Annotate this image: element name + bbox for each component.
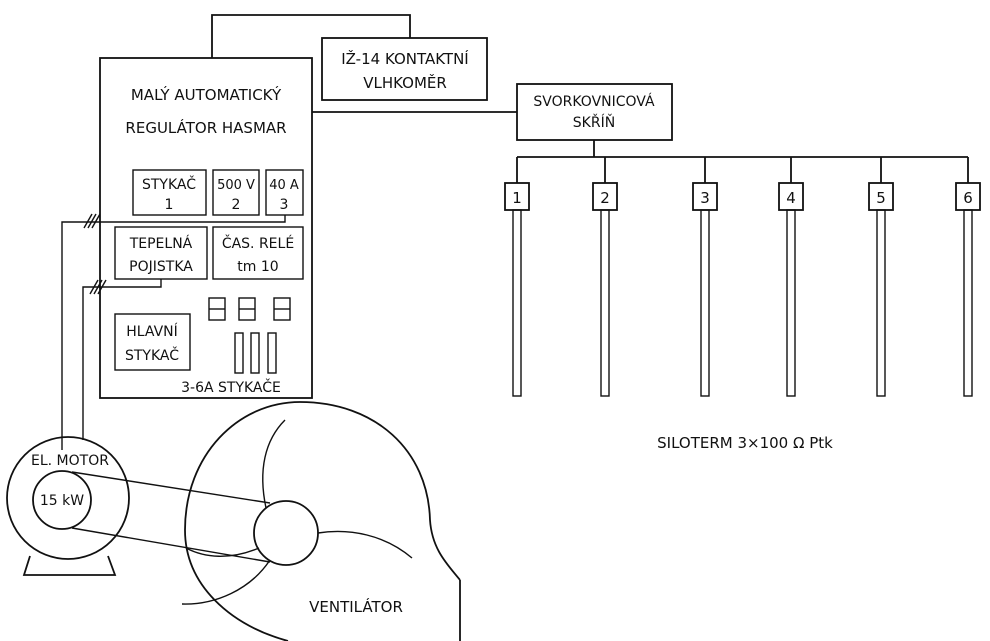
probe-5: 5 <box>868 157 894 397</box>
probe-3: 3 <box>692 157 718 397</box>
probe-4: 4 <box>778 157 804 397</box>
probe-label-4: 4 <box>786 189 796 207</box>
motor-cables <box>61 213 286 450</box>
terminal-box-label-line1: SVORKOVNICOVÁ <box>533 93 655 110</box>
probe-label-5: 5 <box>876 189 886 207</box>
terminal-box: SVORKOVNICOVÁ SKŘÍŇ <box>516 83 673 157</box>
main-contactor-box <box>114 313 191 371</box>
voltage-box <box>212 169 260 216</box>
probe-label-2: 2 <box>600 189 610 207</box>
hygrometer-label-line2: VLHKOMĚR <box>363 73 447 92</box>
hygrometer-box: IŽ-14 KONTAKTNÍ VLHKOMĚR <box>321 37 488 101</box>
thermal-fuse-label-line1: TEPELNÁ <box>129 235 193 252</box>
ampere-label-line2: 3 <box>280 197 289 213</box>
motor-label-line1: EL. MOTOR <box>31 453 109 469</box>
stykac-label-line2: 1 <box>165 197 174 213</box>
stykac-label-line1: STYKAČ <box>142 175 196 193</box>
probe-label-1: 1 <box>512 189 522 207</box>
time-relay-label-line2: tm 10 <box>237 259 278 275</box>
thermal-fuse-label-line2: POJISTKA <box>129 259 193 275</box>
probe-2: 2 <box>592 157 618 397</box>
small-contactor-squares <box>208 297 291 321</box>
controller-box: MALÝ AUTOMATICKÝ REGULÁTOR HASMAR STYKAČ… <box>99 57 313 399</box>
ampere-label-line1: 40 A <box>269 178 299 193</box>
hygrometer-label-line1: IŽ-14 KONTAKTNÍ <box>341 49 469 68</box>
motor: EL. MOTOR 15 kW <box>6 436 130 576</box>
drive-belt <box>71 471 271 563</box>
fan-label: VENTILÁTOR <box>309 597 403 616</box>
probe-6: 6 <box>955 157 981 397</box>
probe-1: 1 <box>504 157 530 397</box>
controller-title-line2: REGULÁTOR HASMAR <box>125 118 286 137</box>
controller-title-line1: MALÝ AUTOMATICKÝ <box>131 85 282 104</box>
siloterm-caption: SILOTERM 3×100 Ω Ptk <box>657 434 833 452</box>
voltage-label-line2: 2 <box>232 197 241 213</box>
contactors-caption: 3-6A STYKAČE <box>181 378 281 396</box>
motor-label-line2: 15 kW <box>40 493 84 509</box>
terminal-box-label-line2: SKŘÍŇ <box>573 114 615 131</box>
fan: VENTILÁTOR <box>181 401 461 641</box>
top-connector <box>211 14 411 58</box>
contactor-bars <box>234 332 277 374</box>
probe-group: 1 2 3 4 5 6 <box>504 157 981 397</box>
probe-label-6: 6 <box>963 189 973 207</box>
stykac-box <box>132 169 207 216</box>
probe-label-3: 3 <box>700 189 710 207</box>
voltage-label-line1: 500 V <box>217 178 255 193</box>
time-relay-box <box>212 226 304 280</box>
time-relay-label-line1: ČAS. RELÉ <box>222 234 294 252</box>
main-contactor-label-line1: HLAVNÍ <box>126 323 178 340</box>
main-contactor-label-line2: STYKAČ <box>125 346 179 364</box>
